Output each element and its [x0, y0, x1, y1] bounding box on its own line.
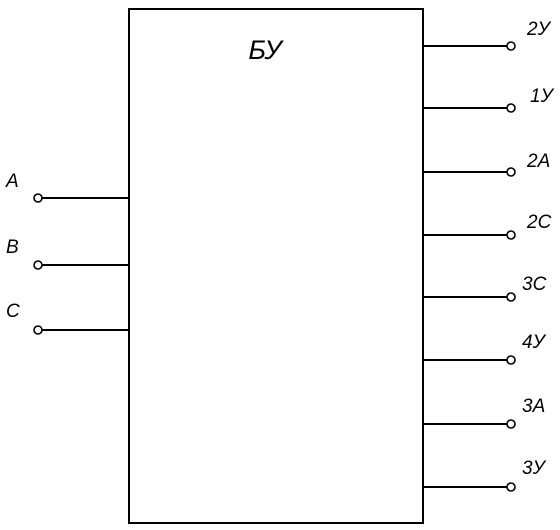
output-label-7: 3У [522, 458, 547, 479]
input-label-a: A [5, 171, 19, 192]
output-label-0: 2У [526, 19, 552, 40]
output-label-5: 4У [522, 332, 547, 353]
control-block-rect [128, 8, 424, 524]
block-title: БУ [248, 35, 284, 65]
input-terminal-b [33, 260, 43, 270]
output-terminal-4 [506, 292, 516, 302]
output-label-1: 1У [530, 86, 555, 107]
output-terminal-7 [506, 482, 516, 492]
output-terminal-6 [506, 419, 516, 429]
output-terminal-2 [506, 167, 516, 177]
output-label-2: 2А [526, 151, 550, 172]
input-pins: A B C [5, 171, 129, 335]
output-terminal-3 [506, 230, 516, 240]
output-terminal-1 [506, 103, 516, 113]
output-terminal-5 [506, 355, 516, 365]
input-label-c: C [6, 301, 20, 322]
output-label-6: 3А [522, 396, 545, 417]
input-terminal-c [33, 325, 43, 335]
output-pins: 2У 1У 2А 2С 3С 4У 3А 3У [423, 19, 555, 492]
input-terminal-a [33, 193, 43, 203]
output-label-4: 3С [522, 274, 547, 295]
output-label-3: 2С [526, 212, 552, 233]
input-label-b: B [6, 237, 19, 258]
output-terminal-0 [506, 41, 516, 51]
